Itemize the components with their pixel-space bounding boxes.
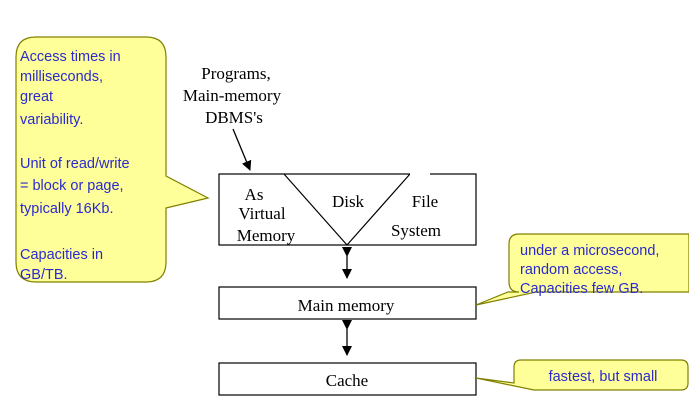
main-memory-callout-line: under a microsecond, [520,243,659,259]
disk-triangle [283,173,411,246]
programs-arrow [232,128,252,171]
left-callout-line: Capacities in [20,247,103,263]
left-callout-line: Access times in [20,49,121,65]
disk-box-labels: As Virtual Memory Disk File System [237,185,441,245]
left-callout-line: Unit of read/write [20,156,130,172]
virtual-memory-label-line: Virtual [238,204,285,223]
cache-box [218,362,477,396]
main-memory-label: Main memory [298,296,395,315]
left-callout-line: GB/TB. [20,267,68,283]
left-callout-line: great [20,89,53,105]
programs-label-line: DBMS's [205,108,263,127]
file-system-label-line: File [412,192,438,211]
virtual-memory-label-line: Memory [237,226,296,245]
main-memory-callout-line: Capacities few GB. [520,281,643,297]
main-memory-callout-line: random access, [520,262,622,278]
programs-label-line: Main-memory [183,86,282,105]
left-callout-line: = block or page, [20,178,124,194]
cache-label: Cache [326,371,368,390]
left-callout-line: variability. [20,112,83,128]
programs-label-line: Programs, [201,64,270,83]
main-memory-callout-text: under a microsecond, random access, Capa… [520,243,659,297]
file-system-label-line: System [391,221,441,240]
cache-callout-bubble [475,359,689,391]
left-callout-line: typically 16Kb. [20,201,114,217]
left-callout-bubble [15,36,210,283]
programs-label: Programs, Main-memory DBMS's [183,64,282,127]
main-memory-box [218,286,477,320]
left-callout-line: milliseconds, [20,69,103,85]
cache-callout-text: fastest, but small [549,369,658,385]
left-callout-text: Access times in milliseconds, great vari… [20,49,130,283]
disk-label: Disk [332,192,365,211]
main-memory-callout-bubble [475,233,689,306]
virtual-memory-label-line: As [245,185,264,204]
